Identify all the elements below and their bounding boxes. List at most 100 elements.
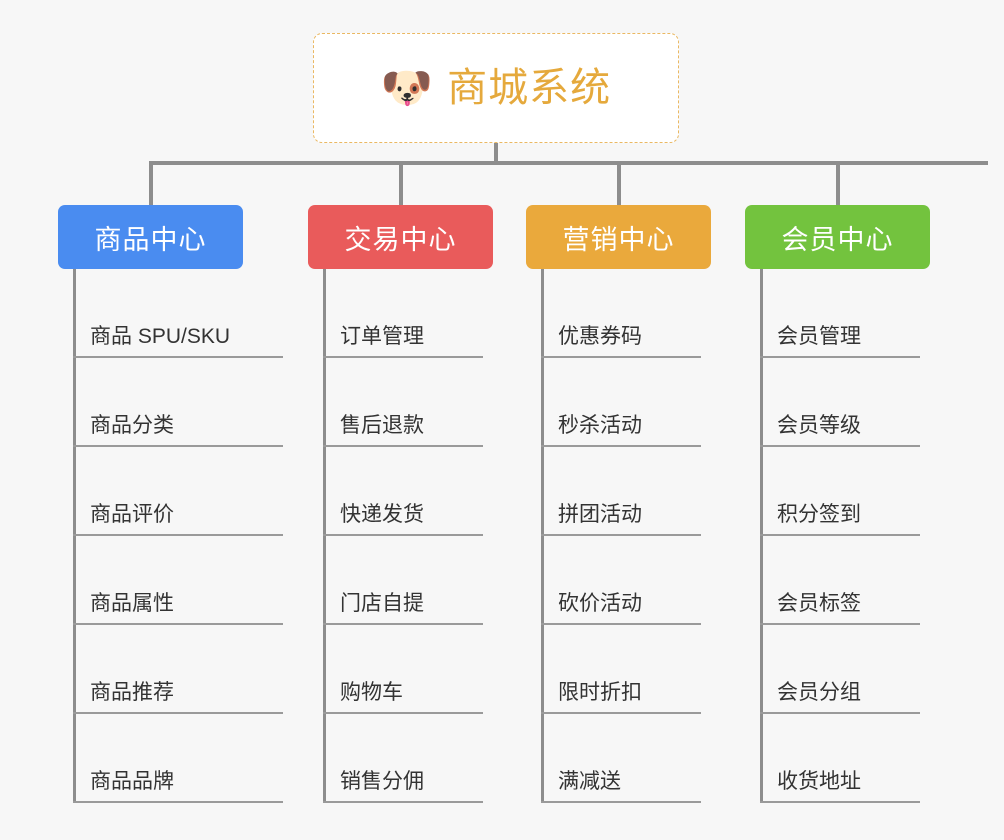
leaf-item[interactable]: 会员分组 — [745, 625, 930, 714]
leaf-item[interactable]: 订单管理 — [308, 269, 493, 358]
leaf-item-label: 订单管理 — [340, 324, 424, 348]
leaf-item[interactable]: 积分签到 — [745, 447, 930, 536]
leaf-item[interactable]: 商品属性 — [58, 536, 283, 625]
connector-drop-product-center — [148, 161, 153, 205]
branch-column-marketing-center: 营销中心优惠券码秒杀活动拼团活动砍价活动限时折扣满减送 — [526, 205, 711, 803]
leaf-item-underline — [760, 801, 920, 803]
shiba-dog-face-icon: 🐶 — [380, 64, 434, 111]
leaf-item[interactable]: 商品分类 — [58, 358, 283, 447]
leaf-item-label: 商品 SPU/SKU — [90, 324, 231, 348]
leaf-item[interactable]: 门店自提 — [308, 536, 493, 625]
leaf-item-label: 商品属性 — [90, 591, 174, 615]
leaf-item-underline — [73, 712, 283, 714]
leaf-item-label: 商品评价 — [90, 502, 174, 526]
leaf-item[interactable]: 秒杀活动 — [526, 358, 711, 447]
leaf-item[interactable]: 拼团活动 — [526, 447, 711, 536]
leaf-item-underline — [323, 623, 483, 625]
leaf-item-label: 购物车 — [340, 680, 403, 704]
leaf-item-underline — [541, 712, 701, 714]
leaf-item-underline — [541, 534, 701, 536]
root-node-title: 商城系统 — [447, 66, 612, 110]
leaf-item[interactable]: 商品 SPU/SKU — [58, 269, 283, 358]
root-node[interactable]: 🐶 商城系统 — [313, 33, 679, 143]
leaf-item-label: 销售分佣 — [340, 769, 424, 793]
leaf-list-product-center: 商品 SPU/SKU 商品分类商品评价商品属性商品推荐商品品牌 — [58, 269, 283, 803]
leaf-item-underline — [323, 445, 483, 447]
leaf-spine — [323, 269, 326, 803]
leaf-item[interactable]: 砍价活动 — [526, 536, 711, 625]
leaf-item-underline — [73, 534, 283, 536]
branch-header-label: 会员中心 — [781, 224, 894, 255]
leaf-item[interactable]: 商品推荐 — [58, 625, 283, 714]
leaf-item-underline — [760, 445, 920, 447]
branch-header-label: 商品中心 — [94, 224, 207, 255]
leaf-list-trade-center: 订单管理售后退款快递发货门店自提购物车销售分佣 — [308, 269, 493, 803]
connector-root-stem — [494, 143, 498, 164]
leaf-item[interactable]: 收货地址 — [745, 714, 930, 803]
connector-horizontal-bus — [150, 161, 988, 165]
leaf-item-underline — [73, 445, 283, 447]
branch-header-label: 营销中心 — [562, 224, 675, 255]
leaf-item-underline — [760, 623, 920, 625]
leaf-item-underline — [323, 801, 483, 803]
leaf-item-label: 会员等级 — [777, 413, 861, 437]
leaf-item-label: 商品品牌 — [90, 769, 174, 793]
branch-header-marketing-center[interactable]: 营销中心 — [526, 205, 711, 269]
leaf-item-underline — [73, 623, 283, 625]
connector-drop-trade-center — [398, 161, 403, 205]
connector-drop-member-center — [835, 161, 840, 205]
leaf-item[interactable]: 商品评价 — [58, 447, 283, 536]
branch-column-trade-center: 交易中心订单管理售后退款快递发货门店自提购物车销售分佣 — [308, 205, 493, 803]
leaf-item-underline — [323, 534, 483, 536]
leaf-item-label: 商品推荐 — [90, 680, 174, 704]
leaf-item-label: 售后退款 — [340, 413, 424, 437]
leaf-item-label: 拼团活动 — [558, 502, 642, 526]
leaf-item[interactable]: 购物车 — [308, 625, 493, 714]
leaf-item-underline — [73, 801, 283, 803]
leaf-item-underline — [541, 445, 701, 447]
leaf-item-underline — [760, 534, 920, 536]
leaf-item-label: 满减送 — [558, 769, 621, 793]
leaf-item[interactable]: 会员管理 — [745, 269, 930, 358]
leaf-item-label: 收货地址 — [777, 769, 861, 793]
leaf-item[interactable]: 商品品牌 — [58, 714, 283, 803]
leaf-item-underline — [541, 356, 701, 358]
leaf-item[interactable]: 限时折扣 — [526, 625, 711, 714]
leaf-item-underline — [541, 623, 701, 625]
branch-header-label: 交易中心 — [344, 224, 457, 255]
leaf-item-underline — [541, 801, 701, 803]
leaf-item[interactable]: 会员标签 — [745, 536, 930, 625]
leaf-item-underline — [323, 356, 483, 358]
leaf-item[interactable]: 快递发货 — [308, 447, 493, 536]
leaf-spine — [760, 269, 763, 803]
leaf-item[interactable]: 满减送 — [526, 714, 711, 803]
leaf-item-underline — [760, 356, 920, 358]
leaf-list-marketing-center: 优惠券码秒杀活动拼团活动砍价活动限时折扣满减送 — [526, 269, 711, 803]
leaf-item-label: 限时折扣 — [558, 680, 642, 704]
leaf-spine — [541, 269, 544, 803]
leaf-list-member-center: 会员管理会员等级积分签到会员标签会员分组收货地址 — [745, 269, 930, 803]
leaf-item[interactable]: 会员等级 — [745, 358, 930, 447]
leaf-item-label: 优惠券码 — [558, 324, 642, 348]
leaf-item-label: 会员分组 — [777, 680, 861, 704]
leaf-item-label: 秒杀活动 — [558, 413, 642, 437]
branch-header-trade-center[interactable]: 交易中心 — [308, 205, 493, 269]
leaf-spine — [73, 269, 76, 803]
leaf-item-label: 商品分类 — [90, 413, 174, 437]
leaf-item-label: 会员管理 — [777, 324, 861, 348]
leaf-item-underline — [323, 712, 483, 714]
leaf-item[interactable]: 售后退款 — [308, 358, 493, 447]
leaf-item[interactable]: 销售分佣 — [308, 714, 493, 803]
connector-drop-marketing-center — [616, 161, 621, 205]
branch-header-product-center[interactable]: 商品中心 — [58, 205, 243, 269]
leaf-item-label: 砍价活动 — [558, 591, 642, 615]
leaf-item-label: 门店自提 — [340, 591, 424, 615]
leaf-item-underline — [73, 356, 283, 358]
branch-header-member-center[interactable]: 会员中心 — [745, 205, 930, 269]
leaf-item-label: 快递发货 — [340, 502, 424, 526]
branch-column-member-center: 会员中心会员管理会员等级积分签到会员标签会员分组收货地址 — [745, 205, 930, 803]
leaf-item[interactable]: 优惠券码 — [526, 269, 711, 358]
leaf-item-label: 积分签到 — [777, 502, 861, 526]
leaf-item-underline — [760, 712, 920, 714]
